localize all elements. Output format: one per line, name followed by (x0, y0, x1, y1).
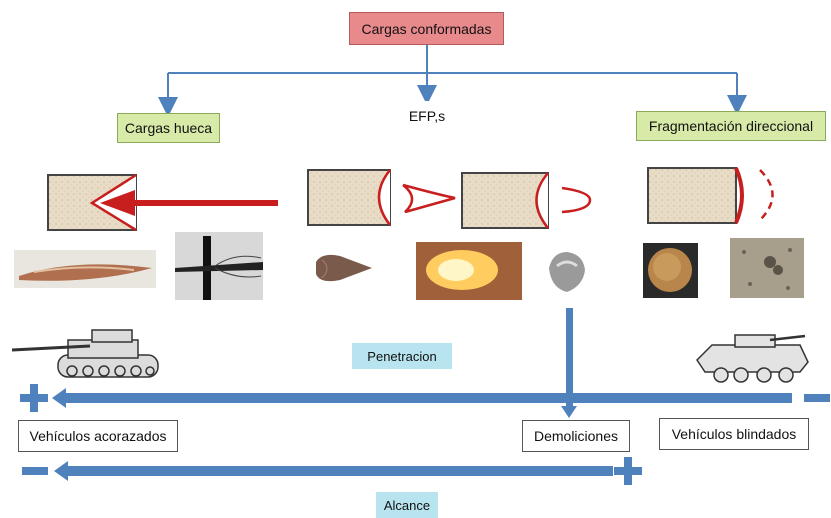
efp-charge-formed-icon (461, 172, 592, 229)
hollow-charge-icon (47, 173, 278, 232)
tree-connectors (158, 45, 747, 117)
efp-charge-forming-icon (307, 169, 456, 226)
penetration-label: Penetracion (367, 348, 437, 364)
plus-icon-penetration (20, 384, 48, 412)
fragment-disc-photo (643, 243, 698, 298)
root-label: Cargas conformadas (361, 20, 492, 37)
impact-plate-photo (730, 238, 804, 298)
category-hollow-charge: Cargas hueca (117, 113, 220, 143)
category-label: Fragmentación direccional (648, 118, 814, 134)
root-node: Cargas conformadas (349, 12, 504, 45)
label-text: Vehículos acorazados (29, 428, 167, 444)
label-text: Vehículos blindados (671, 426, 797, 442)
detonation-flash-photo (416, 242, 522, 300)
armored-vehicles-label: Vehículos acorazados (18, 420, 178, 452)
efp-slug-photo (543, 248, 589, 296)
plus-icon-range (614, 457, 642, 485)
armored-personnel-label: Vehículos blindados (659, 418, 809, 450)
category-directional-fragmentation: Fragmentación direccional (636, 111, 826, 141)
demolition-arrow (561, 308, 577, 418)
penetration-tag: Penetracion (352, 343, 452, 369)
category-label: Cargas hueca (124, 120, 213, 136)
category-label: EFP,s (408, 108, 446, 124)
minus-icon-penetration (804, 394, 830, 402)
hollow-charge-liner-photo (14, 250, 156, 288)
armored-vehicle-icon (696, 334, 809, 383)
range-label: Alcance (383, 497, 431, 513)
range-tag: Alcance (376, 492, 438, 518)
efp-projectile-photo (312, 250, 378, 288)
demolitions-label: Demoliciones (522, 420, 630, 452)
tank-icon (11, 329, 159, 378)
penetration-bar (52, 388, 792, 408)
label-text: Demoliciones (533, 428, 619, 444)
category-efp: EFP,s (395, 101, 459, 131)
fragmentation-charge-icon (647, 167, 774, 224)
range-bar (54, 461, 613, 481)
minus-icon-range (22, 467, 48, 475)
jet-xray-photo (175, 232, 263, 300)
